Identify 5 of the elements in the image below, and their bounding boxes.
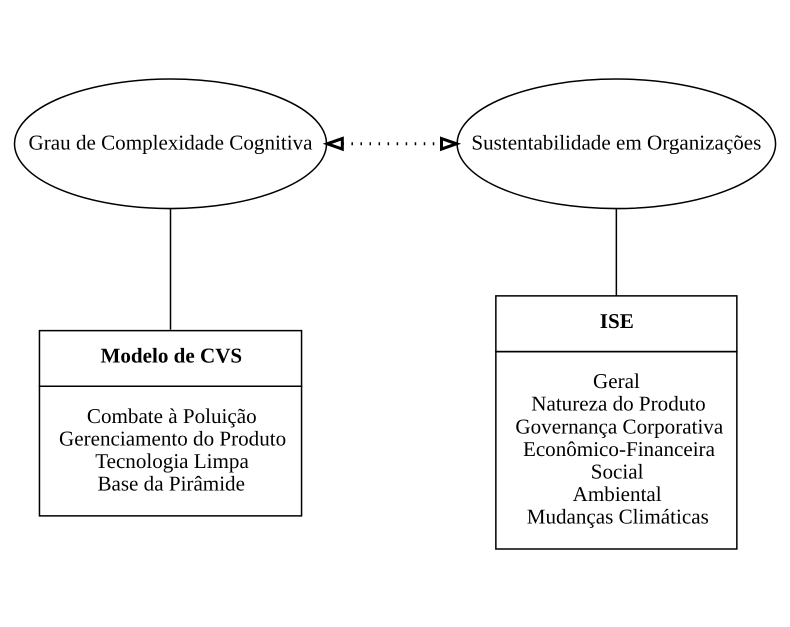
node-ellipse: Grau de Complexidade Cognitiva	[14, 78, 328, 209]
connector	[170, 208, 172, 330]
arrow	[322, 136, 462, 151]
node-ellipse: Sustentabilidade em Organizações	[456, 78, 776, 209]
connector	[616, 208, 618, 296]
